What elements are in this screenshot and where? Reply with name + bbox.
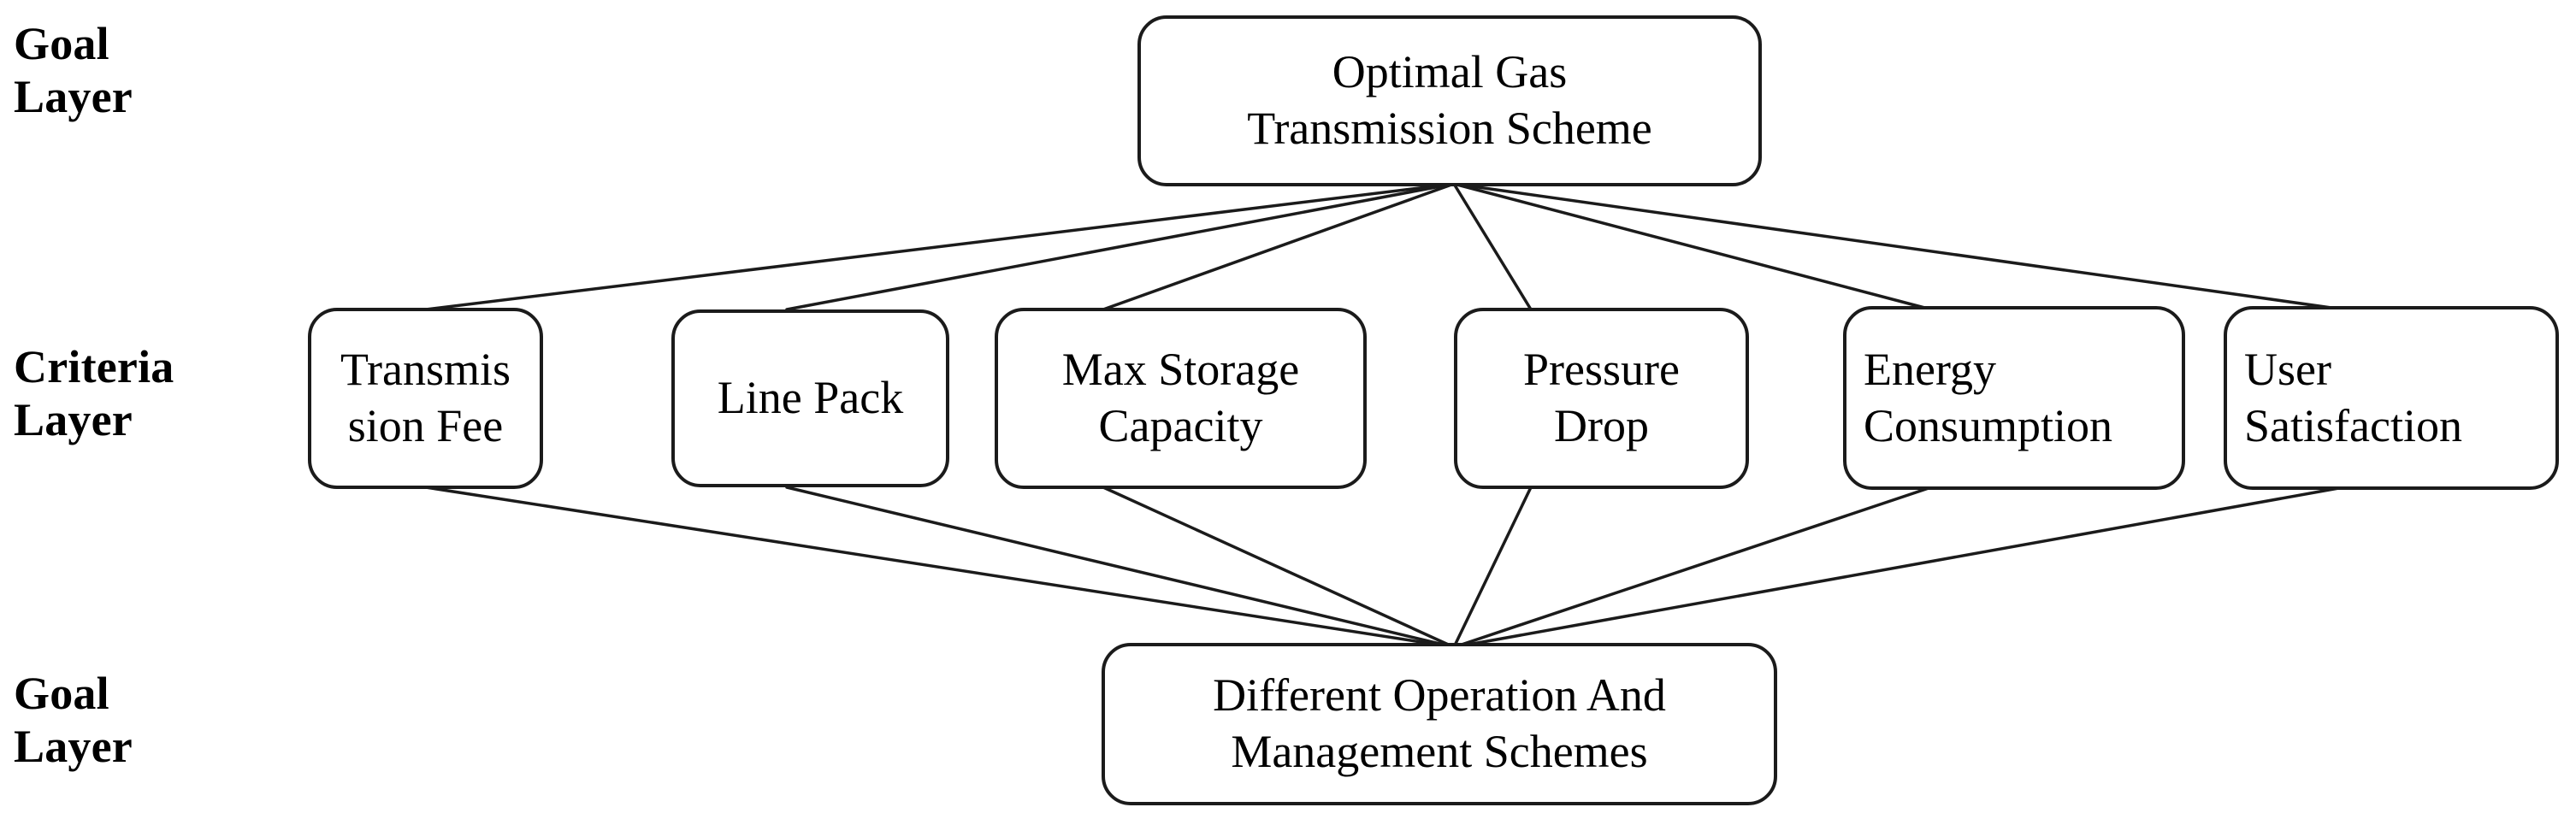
node-text-line: Pressure bbox=[1523, 344, 1680, 396]
node-text-line: Capacity bbox=[1098, 400, 1263, 451]
node-text-line: Management Schemes bbox=[1231, 726, 1648, 777]
node-line-pack[interactable]: Line Pack bbox=[671, 309, 949, 487]
layer-label-goal-bottom: Goal Layer bbox=[14, 668, 133, 773]
node-optimal-gas-transmission-scheme[interactable]: Optimal Gas Transmission Scheme bbox=[1137, 15, 1762, 186]
edge-goal-to-criteria-1 bbox=[785, 182, 1456, 311]
edge-criteria-5-to-alternative bbox=[1452, 486, 2345, 649]
node-text-line: Optimal Gas bbox=[1332, 46, 1568, 98]
edge-goal-to-criteria-0 bbox=[424, 182, 1456, 311]
node-text-line: Drop bbox=[1554, 400, 1649, 451]
node-pressure-drop[interactable]: Pressure Drop bbox=[1454, 308, 1749, 489]
node-text-line: sion Fee bbox=[347, 400, 504, 451]
edge-goal-to-criteria-3 bbox=[1452, 182, 1533, 311]
node-transmission-fee[interactable]: Transmis sion Fee bbox=[308, 308, 543, 489]
node-text-line: Max Storage bbox=[1061, 344, 1300, 396]
node-text-line: Satisfaction bbox=[2244, 399, 2462, 451]
edge-criteria-0-to-alternative bbox=[424, 486, 1456, 649]
node-text-line: Different Operation And bbox=[1213, 669, 1666, 722]
node-text-line: User bbox=[2244, 343, 2331, 395]
layer-label-criteria: Criteria Layer bbox=[14, 341, 174, 446]
node-user-satisfaction[interactable]: User Satisfaction bbox=[2224, 306, 2559, 490]
edge-goal-to-criteria-2 bbox=[1102, 182, 1456, 311]
edge-goal-to-criteria-4 bbox=[1452, 182, 1933, 311]
node-text-line: Consumption bbox=[1864, 399, 2113, 451]
edge-criteria-1-to-alternative bbox=[785, 486, 1456, 649]
node-text-line: Energy bbox=[1864, 343, 1996, 395]
edge-criteria-3-to-alternative bbox=[1452, 486, 1533, 649]
node-text-line: Transmission Scheme bbox=[1247, 103, 1652, 154]
layer-label-goal-top: Goal Layer bbox=[14, 18, 133, 123]
edge-criteria-4-to-alternative bbox=[1452, 486, 1933, 649]
edge-goal-to-criteria-5 bbox=[1452, 182, 2345, 311]
node-text-line: Transmis bbox=[340, 344, 511, 396]
edge-criteria-2-to-alternative bbox=[1102, 486, 1456, 649]
node-energy-consumption[interactable]: Energy Consumption bbox=[1843, 306, 2185, 490]
node-text-line: Line Pack bbox=[717, 372, 904, 424]
node-max-storage-capacity[interactable]: Max Storage Capacity bbox=[995, 308, 1367, 489]
node-different-operation-and-management-schemes[interactable]: Different Operation And Management Schem… bbox=[1102, 643, 1777, 805]
